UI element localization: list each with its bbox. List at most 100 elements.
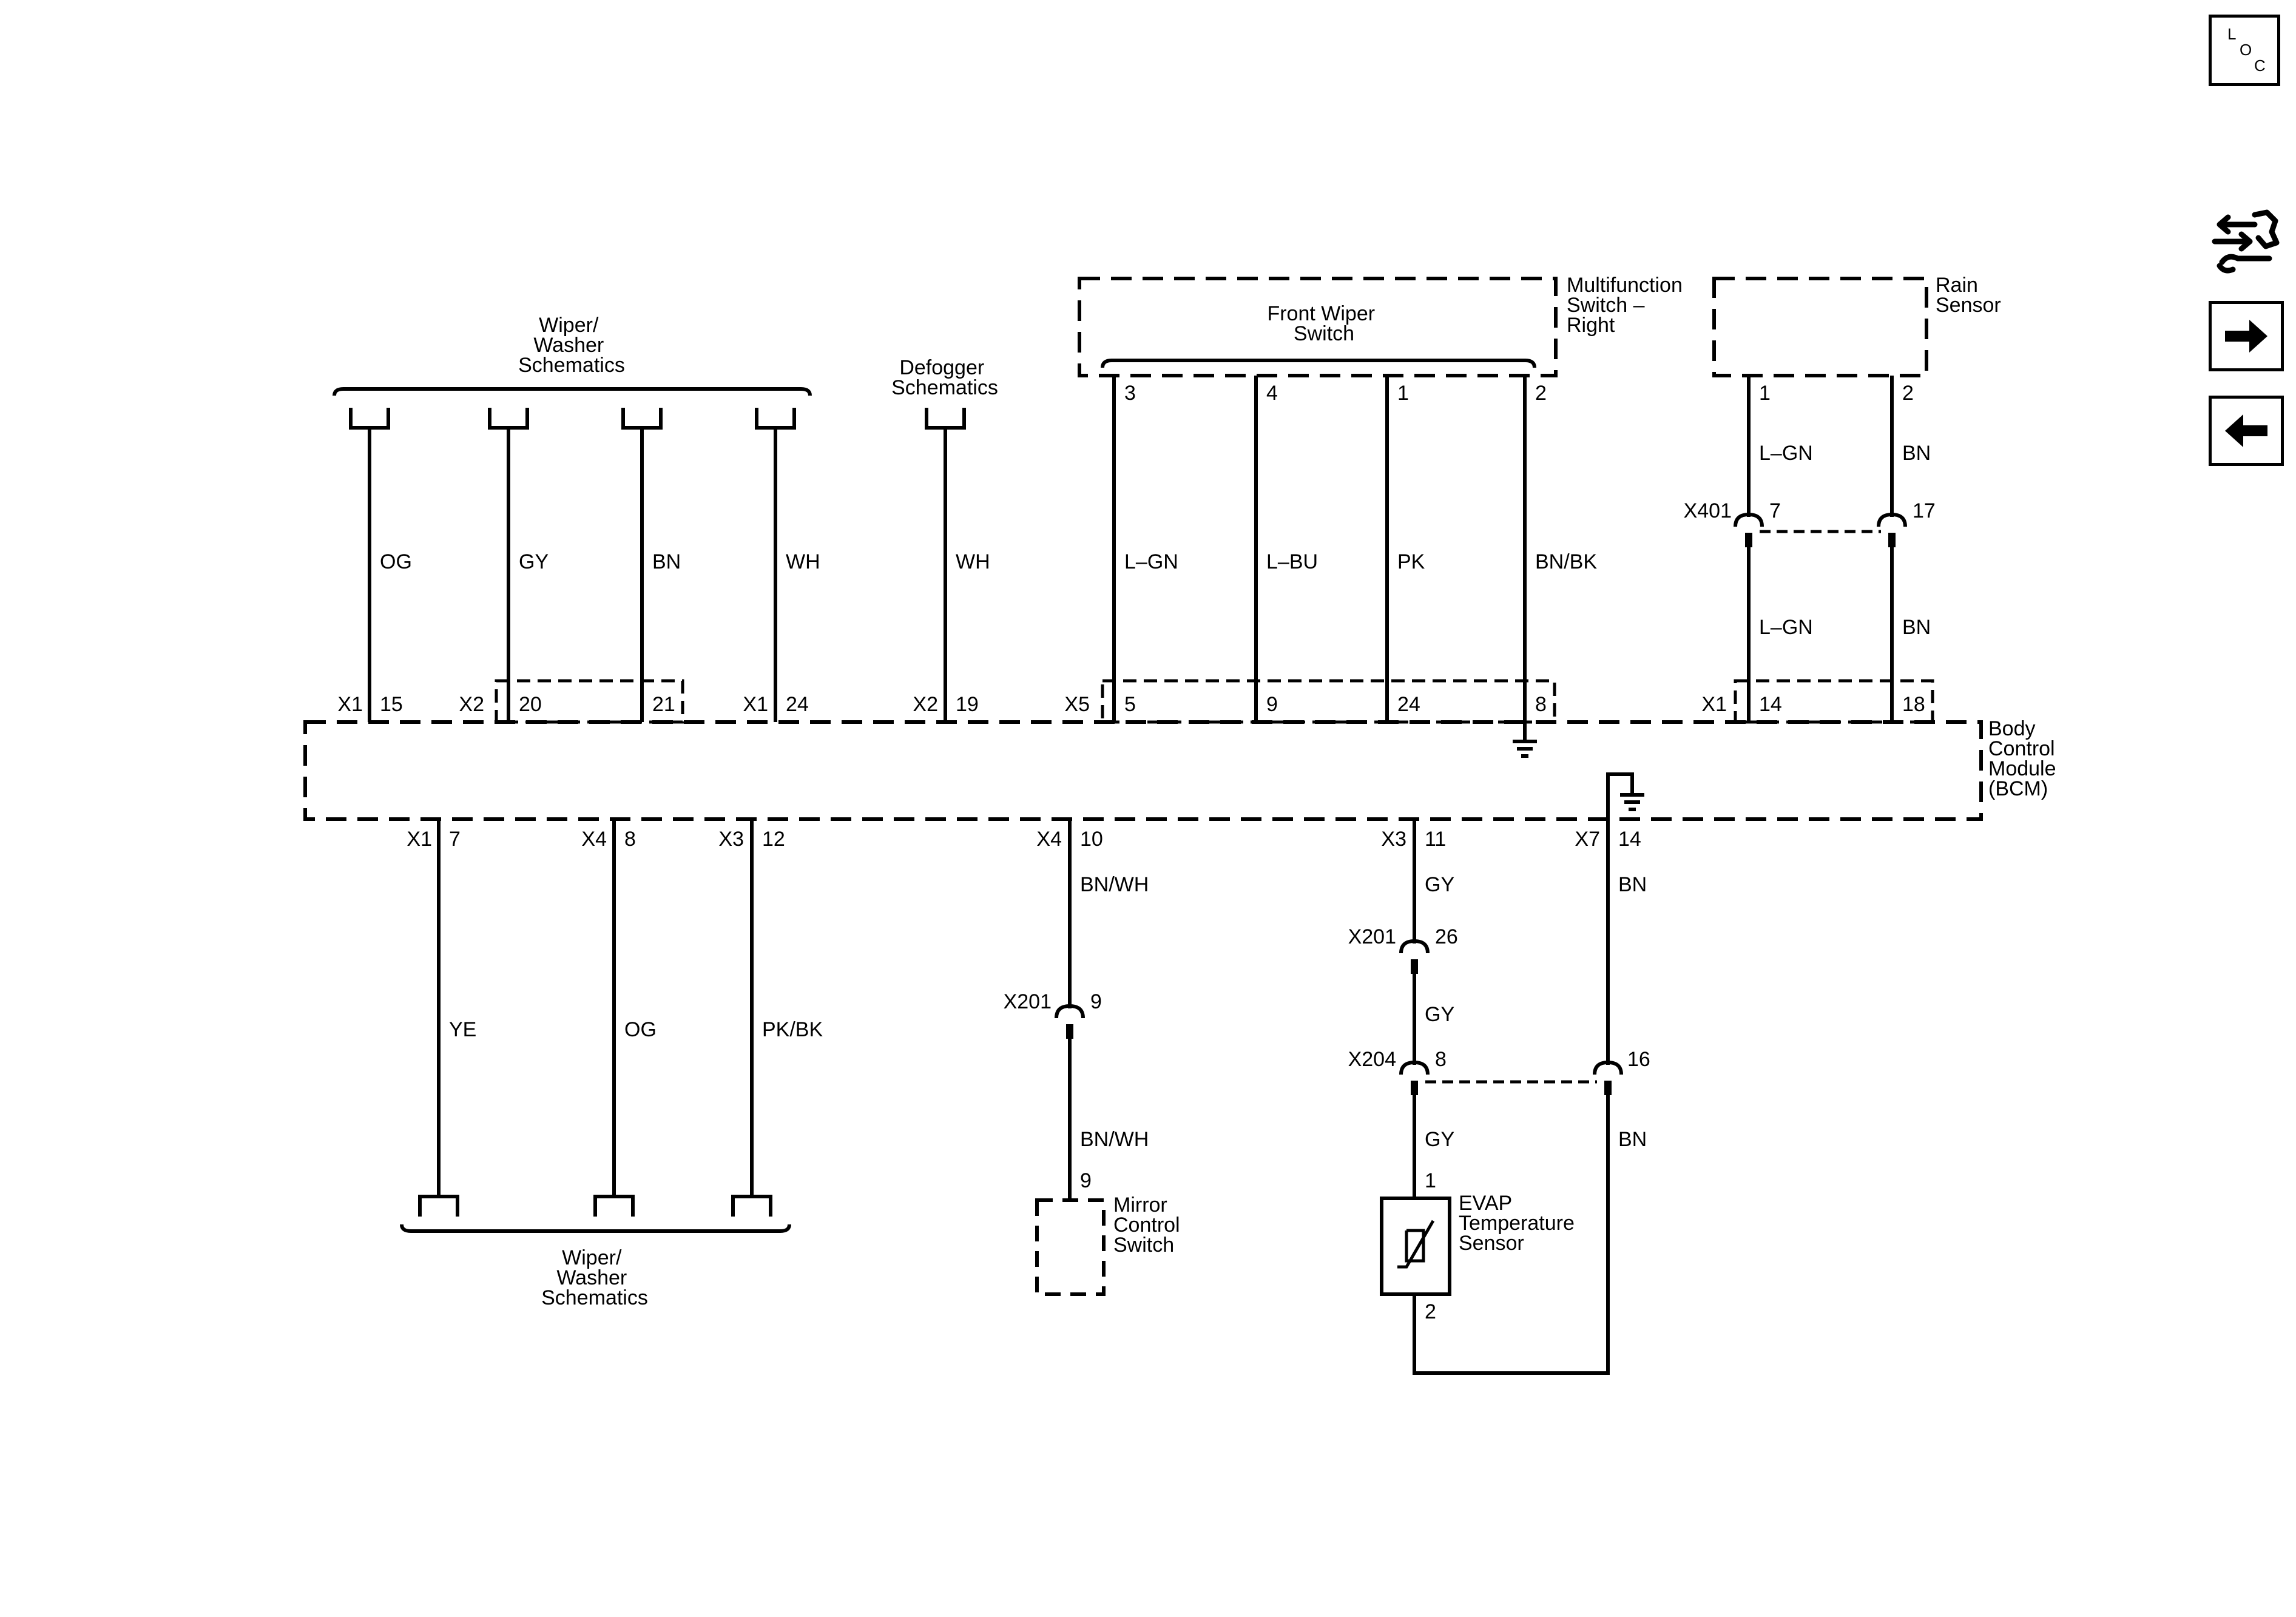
color-bnwh-upper: BN/WH (1080, 873, 1149, 896)
evap-sensor-box (1380, 1197, 1451, 1296)
cup-gy (488, 408, 529, 430)
cup-bn (621, 408, 663, 430)
pin-24-wh: 24 (786, 693, 809, 716)
multifunction-switch-box (1078, 277, 1558, 377)
device-pin-3: 3 (1124, 382, 1136, 405)
conn-x3-gy: X3 (1381, 828, 1406, 851)
x201-connector-26 (1399, 939, 1430, 954)
pin-9-top: 9 (1266, 693, 1278, 716)
color-bn: BN (652, 550, 681, 573)
pin-14-bottom: 14 (1618, 828, 1641, 851)
device-pin-2: 2 (1535, 382, 1547, 405)
pin-8-top: 8 (1535, 693, 1547, 716)
next-page-button[interactable] (2209, 301, 2284, 371)
color-og-bottom: OG (624, 1018, 657, 1041)
connector-wrench-icon (2212, 209, 2280, 274)
x204-pin-16 (1604, 1081, 1612, 1095)
x204-connector-16 (1593, 1060, 1623, 1075)
color-bnwh-lower: BN/WH (1080, 1128, 1149, 1151)
defogger-label: Defogger Schematics (891, 356, 998, 399)
color-wh-defog: WH (956, 550, 990, 573)
cup-defog (925, 408, 966, 430)
x204-pin-8-label: 8 (1435, 1048, 1447, 1071)
x201-pin-9 (1066, 1024, 1073, 1039)
color-pkbk: PK/BK (762, 1018, 823, 1041)
conn-x5: X5 (1064, 693, 1090, 716)
x401-pin-7 (1745, 533, 1752, 547)
cup-ye (418, 1195, 459, 1217)
rain-device-pin-2: 2 (1902, 382, 1914, 405)
x401-pin-7-label: 7 (1769, 499, 1781, 522)
pin-14-top: 14 (1759, 693, 1782, 716)
x401-pin-17-label: 17 (1913, 499, 1936, 522)
pin-24-pk: 24 (1397, 693, 1420, 716)
ground-internal-stem (1606, 772, 1634, 819)
conn-x7: X7 (1575, 828, 1600, 851)
loc-icon: L O C (2227, 25, 2266, 75)
thermistor-slash (1397, 1220, 1435, 1269)
conn-x4-og: X4 (581, 828, 607, 851)
bcm-label: Body Control Module (BCM) (1988, 717, 2062, 800)
pin-19: 19 (956, 693, 979, 716)
conn-x2-gy: X2 (459, 693, 484, 716)
x204-pin-8 (1411, 1081, 1418, 1095)
rain-sensor-label: Rain Sensor (1936, 274, 2001, 317)
conn-x1-wh: X1 (743, 693, 768, 716)
pin-18: 18 (1902, 693, 1925, 716)
device-pin-4: 4 (1266, 382, 1278, 405)
pin-12: 12 (762, 828, 785, 851)
color-gy-c: GY (1425, 1128, 1454, 1151)
multifunction-switch-label: Multifunction Switch – Right (1567, 274, 1688, 337)
color-gy-b: GY (1425, 1003, 1454, 1026)
wiper-top-bracket (333, 387, 812, 396)
conn-x201-26: X201 (1348, 925, 1396, 948)
x201-pin-9-label: 9 (1090, 990, 1102, 1013)
color-og: OG (380, 550, 412, 573)
evap-pin-2: 2 (1425, 1300, 1436, 1323)
color-bnbk: BN/BK (1535, 550, 1597, 573)
x201-connector-9 (1055, 1004, 1085, 1019)
color-wh: WH (786, 550, 820, 573)
wiper-top-label: Wiper/ Washer Schematics (518, 314, 625, 377)
conn-x1-rain: X1 (1701, 693, 1727, 716)
x401-pin-17 (1888, 533, 1896, 547)
x201-pin-26 (1411, 959, 1418, 974)
conn-x3-pkbk: X3 (718, 828, 744, 851)
wiper-bottom-label: Wiper/ Washer Schematics (541, 1246, 648, 1309)
conn-x1-og: X1 (337, 693, 363, 716)
pin-7-bottom: 7 (449, 828, 461, 851)
previous-page-button[interactable] (2209, 396, 2284, 466)
pin-15: 15 (380, 693, 403, 716)
x204-connector-8 (1399, 1060, 1430, 1075)
x401-connector-7 (1734, 512, 1764, 527)
rain-device-pin-1: 1 (1759, 382, 1771, 405)
conn-x204: X204 (1348, 1048, 1396, 1071)
color-rain-lgn-upper: L–GN (1759, 442, 1813, 465)
color-lbu: L–BU (1266, 550, 1318, 573)
x2-connector-group (495, 679, 684, 724)
x1-rain-connector-group (1734, 679, 1934, 724)
svg-text:L: L (2227, 25, 2236, 43)
pin-21: 21 (652, 693, 675, 716)
svg-text:O: O (2240, 41, 2252, 59)
color-bn-bottom-b: BN (1618, 1128, 1647, 1151)
arrow-right-icon (2225, 320, 2267, 353)
color-rain-bn-upper: BN (1902, 442, 1931, 465)
pin-10: 10 (1080, 828, 1103, 851)
pin-5: 5 (1124, 693, 1136, 716)
mirror-control-switch-label: Mirror Control Switch (1113, 1193, 1186, 1257)
cup-pkbk (731, 1195, 772, 1217)
svg-text:C: C (2254, 56, 2266, 75)
loc-button[interactable]: L O C (2209, 15, 2280, 86)
front-wiper-bracket (1101, 359, 1536, 368)
evap-sensor-label: EVAP Temperature Sensor (1459, 1192, 1580, 1255)
conn-x4-bnwh: X4 (1036, 828, 1062, 851)
device-pin-1: 1 (1397, 382, 1409, 405)
mirror-pin-9: 9 (1080, 1169, 1092, 1192)
x5-connector-group (1101, 679, 1556, 724)
conn-x2-defog: X2 (913, 693, 938, 716)
conn-x201-9: X201 (1004, 990, 1052, 1013)
bcm-box (303, 720, 1983, 821)
color-rain-bn-lower: BN (1902, 616, 1931, 639)
connector-link-button[interactable] (2207, 194, 2283, 279)
